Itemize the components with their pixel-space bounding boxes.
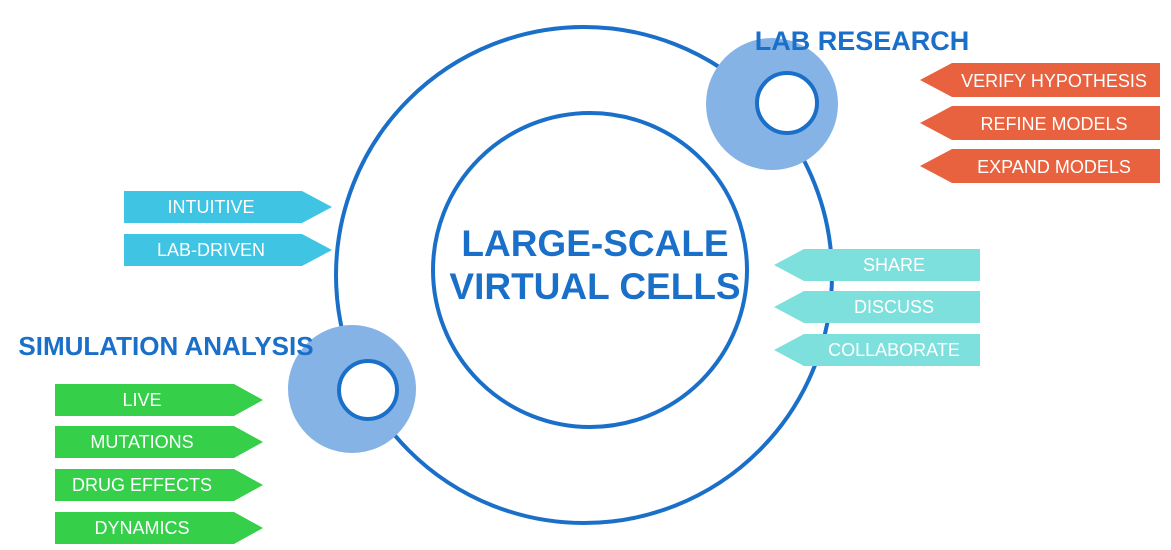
simulation-analysis-node [288, 325, 416, 453]
tag-share: SHARE [774, 249, 980, 281]
center-circle [431, 111, 749, 429]
lab-research-title: LAB RESEARCH [755, 26, 970, 56]
tag-mutations: MUTATIONS [55, 426, 263, 458]
tag-label: EXPAND MODELS [977, 157, 1131, 177]
tag-label: DISCUSS [854, 297, 934, 317]
tag-label: REFINE MODELS [980, 114, 1127, 134]
tag-lab-driven: LAB-DRIVEN [124, 234, 332, 266]
center-title-line-2: VIRTUAL CELLS [449, 266, 740, 307]
lab-research-node [706, 38, 838, 170]
center-title-line-1: LARGE-SCALE [461, 223, 728, 264]
tag-label: SHARE [863, 255, 925, 275]
tag-label: LIVE [122, 390, 161, 410]
tag-intuitive: INTUITIVE [124, 191, 332, 223]
tag-label: LAB-DRIVEN [157, 240, 265, 260]
tag-label: DRUG EFFECTS [72, 475, 212, 495]
tag-label: VERIFY HYPOTHESIS [961, 71, 1147, 91]
tag-label: INTUITIVE [167, 197, 254, 217]
tag-verify-hypothesis: VERIFY HYPOTHESIS [920, 63, 1160, 97]
tag-expand-models: EXPAND MODELS [920, 149, 1160, 183]
tag-label: DYNAMICS [94, 518, 189, 538]
tag-collaborate: COLLABORATE [774, 334, 980, 366]
simulation-analysis-title: SIMULATION ANALYSIS [18, 331, 313, 361]
tag-label: MUTATIONS [90, 432, 193, 452]
tag-live: LIVE [55, 384, 263, 416]
tag-discuss: DISCUSS [774, 291, 980, 323]
tag-dynamics: DYNAMICS [55, 512, 263, 544]
tag-label: COLLABORATE [828, 340, 960, 360]
tag-drug-effects: DRUG EFFECTS [55, 469, 263, 501]
tag-refine-models: REFINE MODELS [920, 106, 1160, 140]
